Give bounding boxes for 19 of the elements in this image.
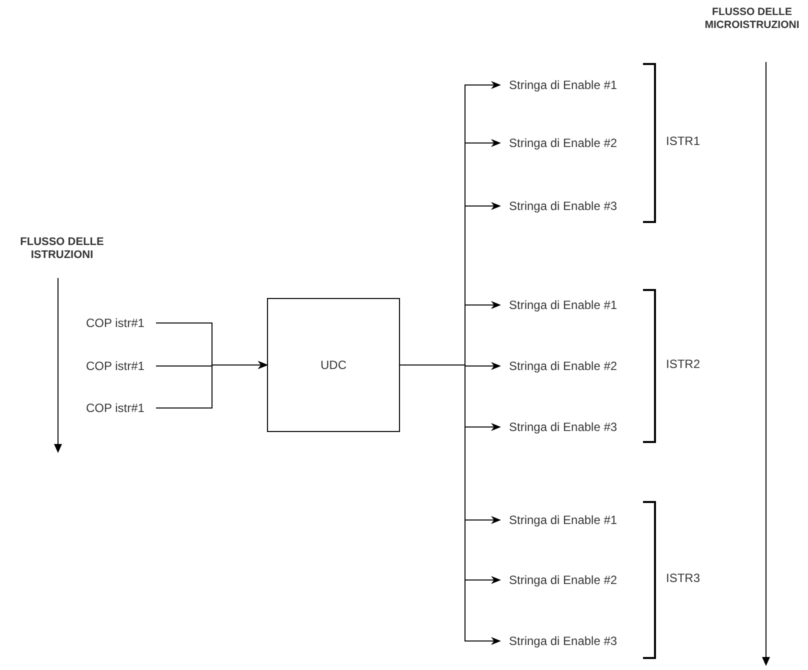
process-box: UDC (267, 298, 400, 432)
signal-label: COP istr#1 (80, 357, 156, 375)
group-label: ISTR3 (666, 572, 702, 585)
signal-label: Stringa di Enable #3 (500, 197, 646, 215)
signal-label: Stringa di Enable #3 (500, 418, 646, 436)
arrow (156, 361, 268, 408)
group-label: ISTR1 (666, 135, 702, 148)
signal-label: Stringa di Enable #1 (500, 296, 646, 314)
signal-label: Stringa di Enable #2 (500, 571, 646, 589)
flow-title: FLUSSO DELLE ISTRUZIONI (19, 236, 105, 262)
signal-label: COP istr#1 (80, 314, 156, 332)
signal-label: Stringa di Enable #1 (500, 76, 646, 94)
signal-label: Stringa di Enable #2 (500, 357, 646, 375)
signal-label: Stringa di Enable #1 (500, 511, 646, 529)
group-label: ISTR2 (666, 358, 702, 371)
signal-label: Stringa di Enable #3 (500, 632, 646, 650)
flow-title: FLUSSO DELLE MICROISTRUZIONI (704, 6, 800, 32)
signal-label: COP istr#1 (80, 399, 156, 417)
signal-label: Stringa di Enable #2 (500, 134, 646, 152)
